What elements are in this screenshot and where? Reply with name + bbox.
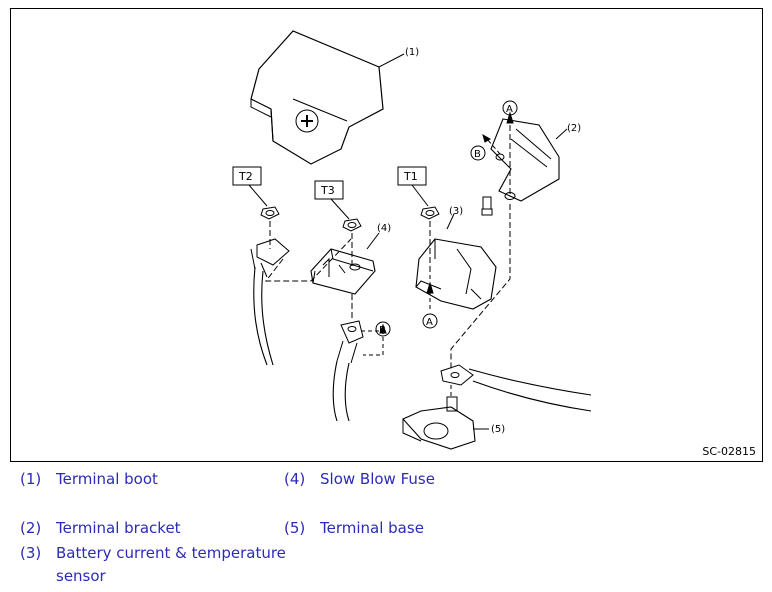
legend-number: (3) — [20, 544, 42, 562]
marker-a-upper-label: A — [506, 104, 513, 115]
terminal-boot — [250, 30, 384, 165]
leader-4 — [366, 232, 380, 250]
callout-2: (2) — [567, 123, 581, 134]
marker-b-lower-label: B — [379, 325, 386, 336]
legend-text: Terminal bracket — [56, 519, 181, 537]
exploded-diagram: (1) (2) A B T1 — [232, 30, 592, 450]
terminal-bracket — [490, 118, 560, 202]
leader-t1 — [411, 184, 429, 207]
leader-3 — [446, 213, 455, 230]
terminal-base — [402, 396, 476, 450]
legend-text: Terminal base — [320, 519, 424, 537]
tag-t1-label: T1 — [403, 170, 418, 183]
axis-b-upper — [486, 138, 501, 155]
axis-t2-fuse — [264, 238, 352, 282]
nut-t3 — [342, 218, 362, 232]
negative-cable — [250, 238, 290, 366]
arrow-b-upper — [482, 133, 491, 143]
leader-t2 — [248, 184, 268, 207]
arrow-a-upper — [506, 111, 514, 124]
tag-t2-label: T2 — [238, 170, 253, 183]
marker-a-lower — [422, 313, 438, 329]
arrow-b-lower — [379, 323, 387, 334]
tag-t2 — [232, 166, 262, 186]
axis-b-lower — [361, 330, 384, 356]
legend-number: (1) — [20, 470, 42, 488]
terminal-ring-cable — [440, 364, 592, 412]
slow-blow-fuse — [310, 248, 376, 295]
legend-text: Terminal boot — [56, 470, 158, 488]
nut-t1 — [420, 206, 440, 220]
marker-b-upper-label: B — [474, 149, 481, 160]
legend-number: (4) — [284, 470, 306, 488]
bolt-small — [481, 196, 493, 216]
current-temperature-sensor — [415, 238, 497, 310]
marker-b-lower — [375, 321, 391, 337]
callout-5: (5) — [491, 424, 505, 435]
diagram-frame: (1) (2) A B T1 — [10, 8, 763, 462]
callout-4: (4) — [377, 223, 391, 234]
positive-cable — [332, 320, 364, 422]
diagram-code: SC-02815 — [702, 445, 756, 458]
legend-number: (5) — [284, 519, 306, 537]
tag-t3 — [314, 180, 344, 200]
legend-text: Slow Blow Fuse — [320, 470, 435, 488]
tag-t3-label: T3 — [320, 184, 335, 197]
callout-3: (3) — [449, 206, 463, 217]
legend: (1) Terminal boot (4) Slow Blow Fuse (2)… — [0, 466, 772, 592]
marker-a-upper — [502, 100, 518, 116]
leader-2 — [555, 128, 568, 140]
legend-text: Battery current & temperature sensor — [56, 544, 286, 585]
arrow-a-lower — [426, 281, 434, 294]
leader-t3 — [330, 198, 350, 220]
nut-t2 — [260, 206, 280, 220]
callout-1: (1) — [405, 47, 419, 58]
marker-b-upper — [470, 145, 486, 161]
axis-bracket-base — [450, 204, 511, 369]
legend-number: (2) — [20, 519, 42, 537]
marker-a-lower-label: A — [426, 317, 433, 328]
leader-1 — [378, 53, 405, 68]
